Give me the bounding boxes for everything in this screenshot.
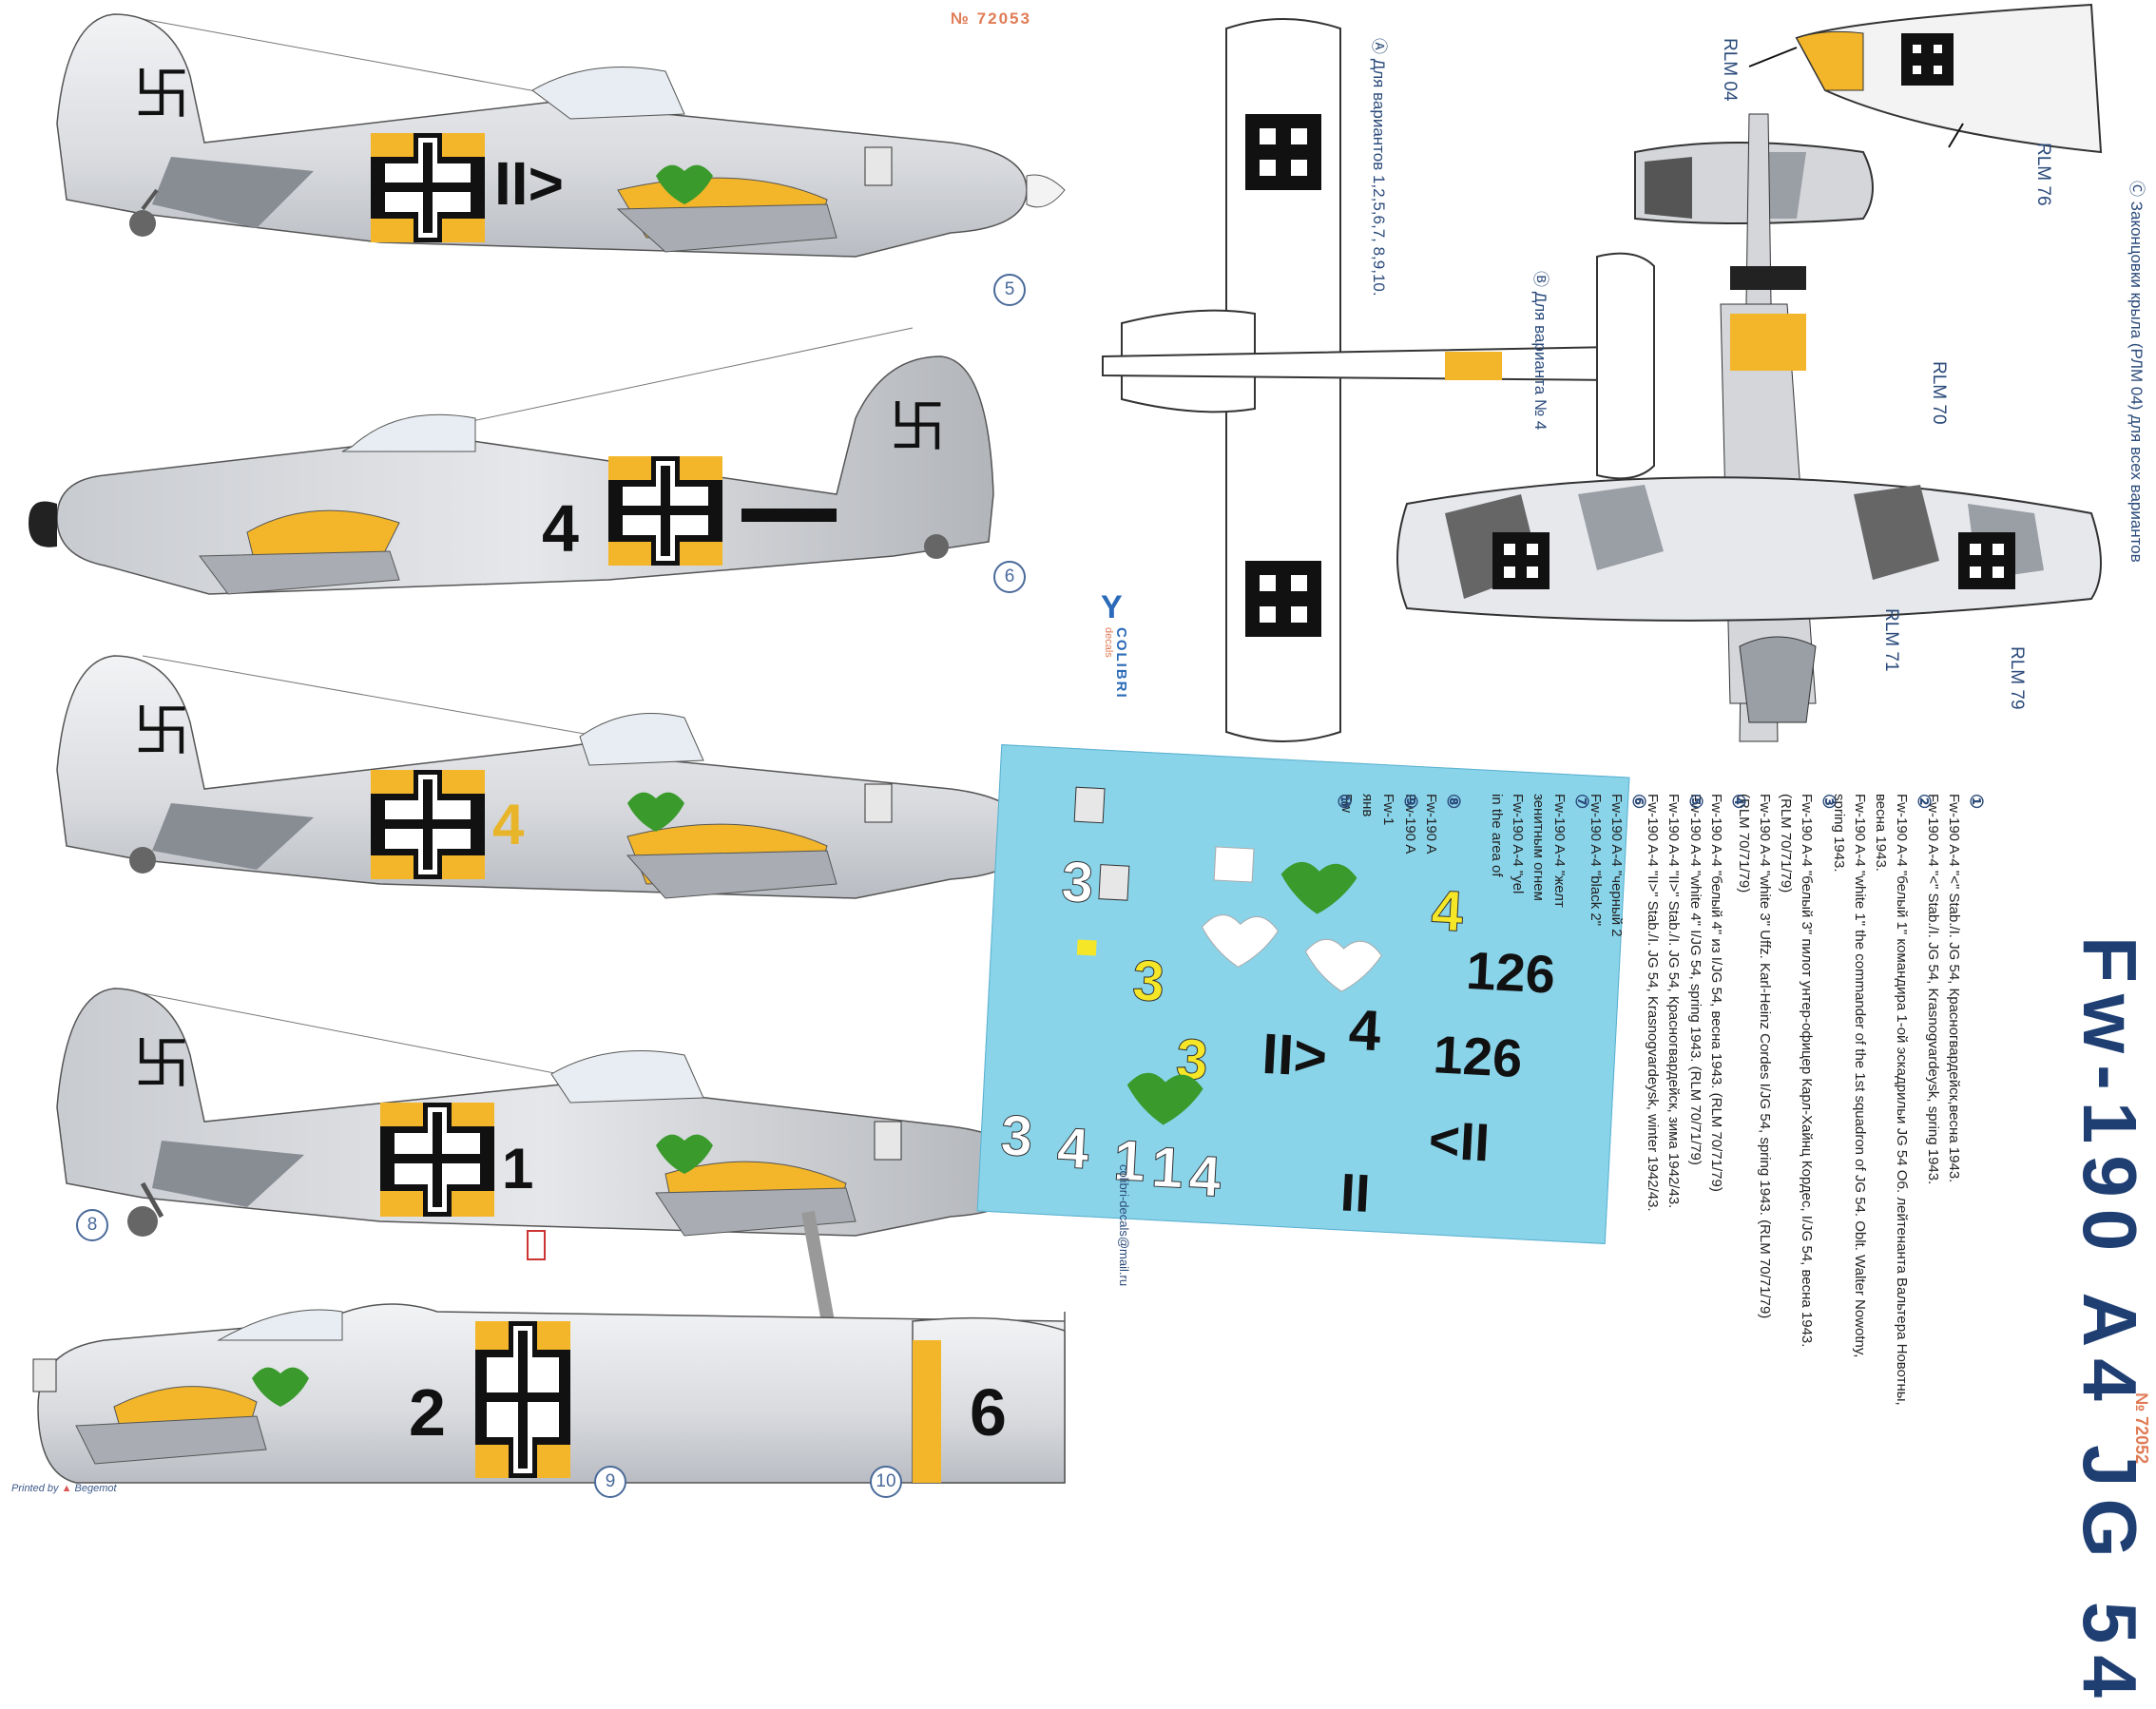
profile-6: 4 卐 [29, 327, 994, 595]
email: colibri-decals@mail.ru [1117, 1164, 1131, 1287]
decal-sheet: 3 3 3 3 4 1 1 4 II> 4 4 126 126 <II II [976, 744, 1630, 1244]
decal-3-white-b: 3 [999, 1104, 1034, 1169]
rlm70-label: RLM 70 [1929, 361, 1949, 425]
wingtip-detail-c [1748, 3, 2103, 154]
profile-5: II> 卐 [56, 13, 1066, 258]
profile-7-number: 4 [492, 793, 525, 856]
catalog-number: № 72053 [951, 10, 1031, 28]
decal-126-b: 126 [1432, 1024, 1524, 1088]
brand-logo: Y COLIBRI decals [1101, 589, 1139, 713]
page-title: Fw-190 A4 JG 54 [2068, 936, 2152, 1709]
rlm79-label: RLM 79 [2007, 646, 2027, 710]
svg-text:II>: II> [494, 149, 564, 218]
plan-view-a [1102, 18, 1655, 742]
printed-by: Printed by ▲ Begemot [11, 1483, 117, 1494]
decal-chevron: II> [1261, 1022, 1329, 1088]
decal-items: 3 3 3 3 4 1 1 4 II> 4 4 126 126 <II II [999, 786, 1557, 1223]
profile-number-5: 5 [993, 274, 1026, 306]
svg-text:卐: 卐 [133, 699, 190, 765]
plan-a-label: Ⓐ Для вариантов 1,2,5,6,7, 8,9,10. [1370, 38, 1388, 297]
profile-views: II> 卐 4 卐 [29, 13, 1066, 1484]
decal-4-white-a: 4 [1055, 1116, 1090, 1181]
variant-5: ⑤ Fw-190 A-4 "II>" Stab./I. JG 54, Красн… [1645, 794, 1705, 1212]
colibri-icon: Y [1101, 589, 1123, 625]
variant-2: ② Fw-190 A-4 "белый 1" командира 1-ой эс… [1831, 794, 1934, 1406]
decal-126-a: 126 [1465, 940, 1557, 1005]
variant-7: ⑦ Fw-190 A-4 "желт зенитным огнем Fw-190… [1489, 794, 1591, 908]
decal-3-white-a: 3 [1060, 850, 1095, 915]
profile-10: 6 [912, 1316, 1066, 1484]
plan-view-b [1396, 113, 2102, 742]
profile-9: 2 [32, 1303, 1066, 1484]
decal-4-black-a: 4 [1347, 998, 1382, 1064]
profile-7: 4 卐 [56, 655, 1066, 899]
brand-name: COLIBRI [1113, 627, 1129, 700]
rlm71-label: RLM 71 [1881, 608, 1901, 672]
profile-number-6: 6 [993, 561, 1026, 593]
brand-sub: decals [1103, 627, 1114, 658]
plan-b-label: Ⓑ Для варианта № 4 [1531, 271, 1550, 431]
profile-number-9: 9 [594, 1466, 626, 1498]
profile-9-number: 2 [409, 1375, 446, 1450]
decal-bars: II [1339, 1162, 1372, 1223]
profile-10-number: 6 [970, 1375, 1007, 1450]
wingtip-c-label: Ⓒ Законцовки крыла (РЛМ 04) для всех вар… [2127, 181, 2146, 563]
svg-text:卐: 卐 [133, 1031, 190, 1098]
profile-number-10: 10 [870, 1466, 902, 1498]
profile-6-number: 4 [542, 491, 579, 566]
variant-6: ⑥ Fw-190 A-4 "черный 2 Fw-190 A-4 "black… [1588, 794, 1648, 937]
plan-views [1102, 3, 2103, 742]
decal-3-yellow-a: 3 [1131, 949, 1166, 1014]
rlm04-label: RLM 04 [1720, 38, 1740, 102]
decal-1-white-a: 1 [1112, 1128, 1147, 1194]
decal-bar-chevron: <II [1428, 1109, 1492, 1172]
decal-1-white-b: 1 [1150, 1135, 1185, 1200]
rlm76-label: RLM 76 [2033, 143, 2053, 206]
profile-number-8: 8 [76, 1209, 108, 1241]
decal-4-yellow: 4 [1430, 878, 1465, 944]
svg-text:卐: 卐 [889, 394, 946, 461]
decal-4-white-b: 4 [1187, 1143, 1222, 1209]
profile-8-number: 1 [502, 1137, 533, 1200]
variant-10: ⑩ [1335, 794, 1354, 810]
title-catalog-number: № 72052 [2132, 1392, 2151, 1465]
svg-text:卐: 卐 [133, 62, 190, 128]
